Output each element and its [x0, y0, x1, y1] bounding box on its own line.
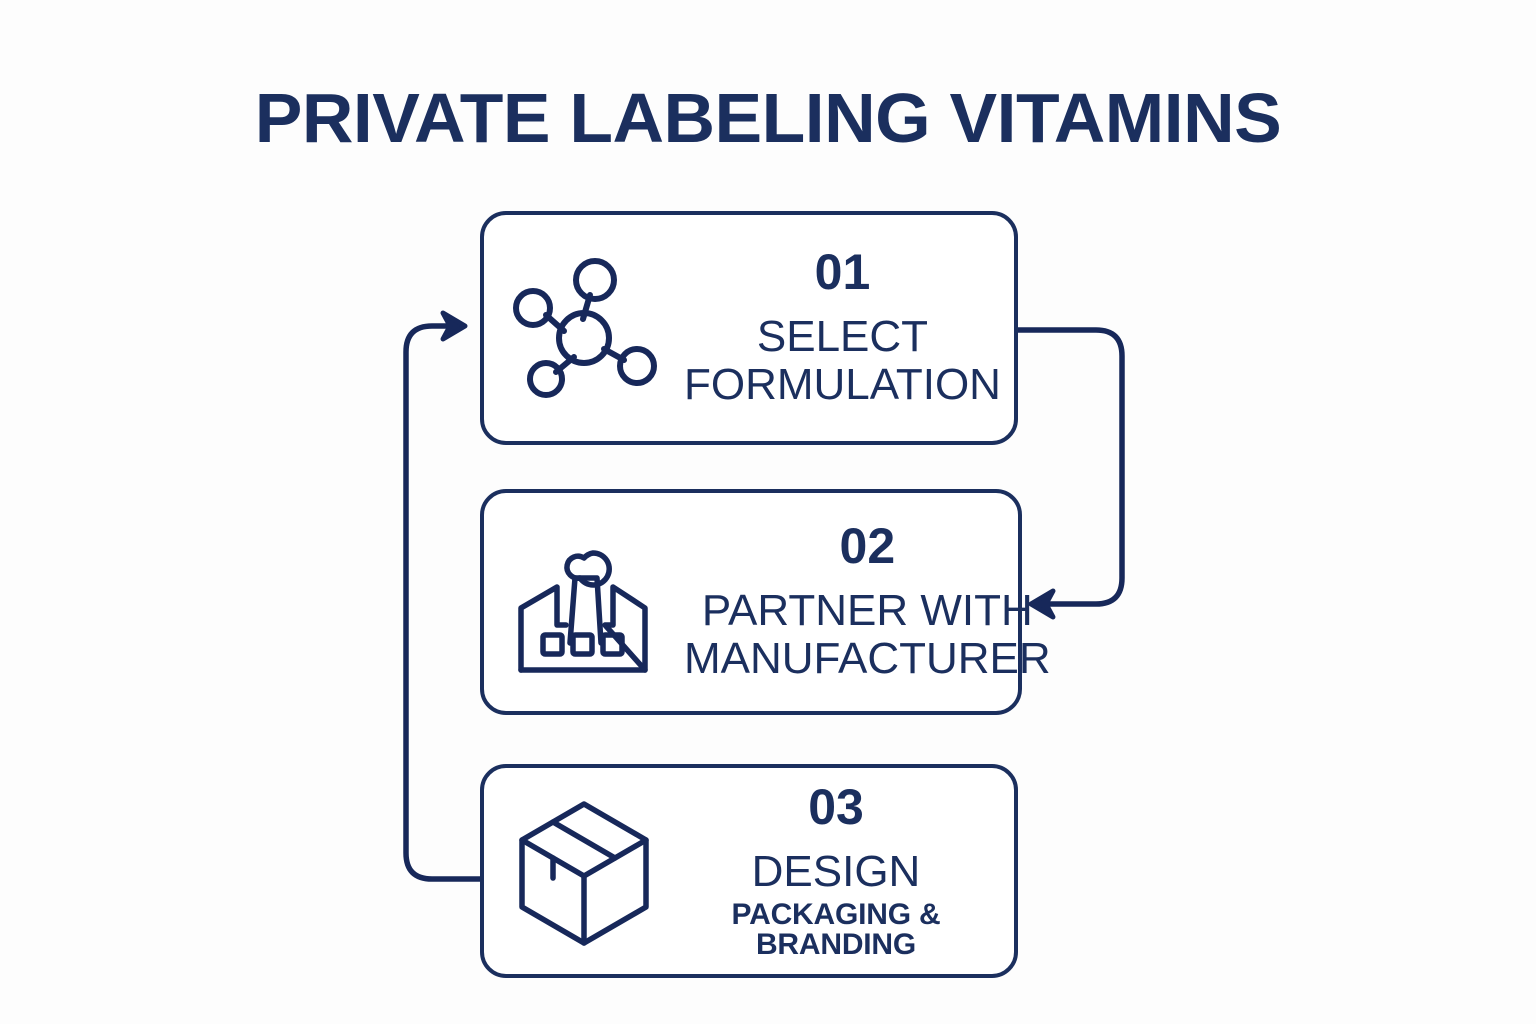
step-03-sublabel: PACKAGING & BRANDING [731, 897, 941, 961]
page-title: PRIVATE LABELING VITAMINS [254, 79, 1282, 157]
arrowhead-right-icon [440, 310, 468, 342]
step-01-text: 01 SELECT FORMULATION [684, 247, 1027, 408]
box-icon [519, 801, 649, 946]
step-01-label-line1: SELECT [756, 312, 929, 362]
step-card-01[interactable]: 01 SELECT FORMULATION [480, 211, 1018, 445]
step-01-label: SELECT FORMULATION [684, 313, 1001, 408]
step-02-label: PARTNER WITH MANUFACTURER [684, 587, 1051, 682]
connector-step3-to-step1 [403, 310, 483, 882]
step-01-label-line2: FORMULATION [684, 360, 1001, 409]
step-card-03[interactable]: 03 DESIGN PACKAGING & BRANDING [480, 764, 1018, 978]
step-02-text: 02 PARTNER WITH MANUFACTURER [684, 521, 1077, 682]
molecule-icon [513, 258, 657, 398]
step-01-icon-slot [484, 253, 684, 403]
step-03-number: 03 [808, 779, 864, 836]
step-02-label-line2: MANUFACTURER [684, 634, 1051, 683]
step-03-text: 03 DESIGN PACKAGING & BRANDING [684, 782, 1014, 960]
step-02-label-line1: PARTNER WITH [701, 586, 1033, 636]
step-03-icon-slot [484, 796, 684, 946]
step-01-number: 01 [814, 244, 871, 301]
step-02-icon-slot [484, 525, 684, 680]
step-02-number: 02 [839, 518, 896, 575]
step-card-02[interactable]: 02 PARTNER WITH MANUFACTURER [480, 489, 1051, 715]
step-03-label: DESIGN [752, 848, 921, 896]
step-03-label-line1: DESIGN [751, 847, 921, 897]
factory-icon [518, 549, 648, 673]
